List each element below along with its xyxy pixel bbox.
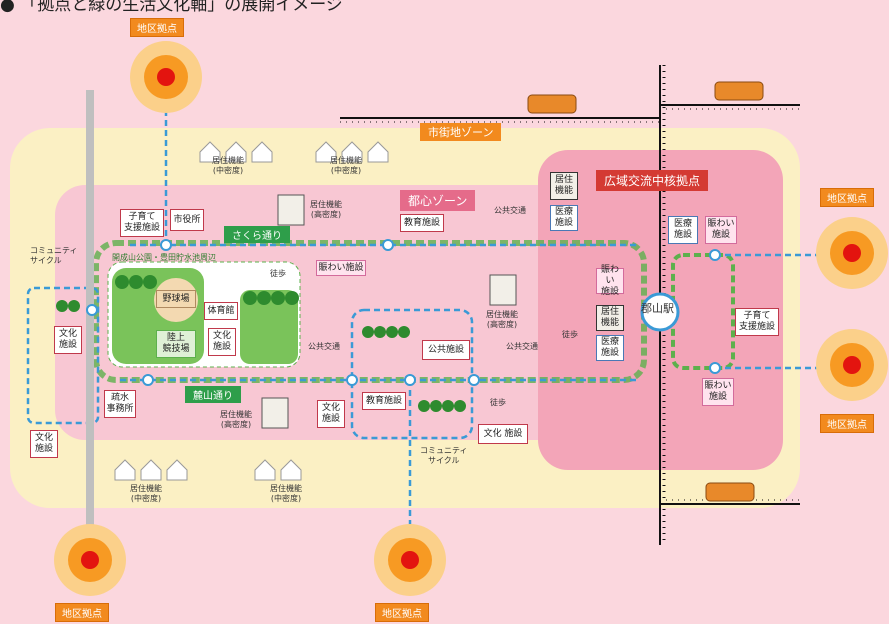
district-hub-tag: 地区拠点 (820, 414, 874, 433)
sakura-road-label: さくら通り (224, 226, 290, 243)
residential-function-box: 居住 機能 (550, 172, 578, 200)
residential-label: 居住機能 (高密度) (486, 310, 518, 329)
lively-facility-box: 賑わい 施設 (705, 216, 737, 244)
residential-label: 居住機能 (中密度) (212, 156, 244, 175)
central-zone-area (55, 185, 645, 440)
fumoto-road-label: 麓山通り (185, 386, 241, 403)
station-marker (640, 292, 680, 332)
walk-label: 徒歩 (562, 330, 578, 339)
station-label: 郡山駅 (641, 302, 674, 315)
culture-facility-box: 文化 施設 (317, 400, 345, 428)
culture-facility-box: 文化 施設 (54, 326, 82, 354)
water-office-box: 疏水 事務所 (104, 390, 136, 418)
public-transport-label: 公共交通 (308, 342, 340, 351)
lively-facility-box: 賑わい施設 (316, 260, 366, 276)
page-title: ● 「拠点と緑の生活文化軸」の展開イメージ (0, 0, 343, 15)
city-hall-box: 市役所 (170, 209, 204, 231)
medical-facility-box: 医療 施設 (668, 216, 698, 244)
district-hub-tag: 地区拠点 (375, 603, 429, 622)
childcare-facility-box: 子育て 支援施設 (735, 308, 779, 336)
residential-label: 居住機能 (高密度) (220, 410, 252, 429)
community-cycle-label: コミュニティ サイクル (420, 446, 468, 465)
gymnasium-box: 体育館 (204, 302, 238, 320)
district-hub-markers (54, 41, 888, 596)
community-cycle-label: コミュニティ サイクル (30, 246, 78, 265)
public-transport-label: 公共交通 (494, 206, 526, 215)
medical-facility-box: 医療 施設 (550, 205, 578, 231)
walk-label: 徒歩 (490, 398, 506, 407)
public-facility-box: 公共施設 (422, 340, 470, 360)
lively-facility-box: 賑わい 施設 (702, 378, 734, 406)
baseball-field-box: 野球場 (156, 290, 196, 308)
culture-facility-box: 文化 施設 (478, 424, 528, 444)
public-transport-label: 公共交通 (506, 342, 538, 351)
park-label: 開成山公園・豊田貯水池周辺 (112, 253, 216, 262)
residential-label: 居住機能 (中密度) (270, 484, 302, 503)
residential-label: 居住機能 (中密度) (130, 484, 162, 503)
education-facility-box: 教育施設 (400, 214, 444, 232)
culture-facility-box: 文化 施設 (208, 328, 236, 356)
district-hub-tag: 地区拠点 (130, 18, 184, 37)
residential-label: 居住機能 (高密度) (310, 200, 342, 219)
lively-facility-box: 賑わい 施設 (596, 265, 624, 297)
central-zone-label: 都心ゾーン (400, 190, 476, 211)
city-zone-label: 市街地ゾーン (420, 123, 502, 141)
culture-facility-box: 文化 施設 (30, 430, 58, 458)
athletics-stadium-box: 陸上 競技場 (156, 330, 196, 358)
childcare-facility-box: 子育て 支援施設 (120, 209, 164, 237)
residential-label: 居住機能 (中密度) (330, 156, 362, 175)
walk-label: 徒歩 (270, 269, 286, 278)
hub-zone-label: 広域交流中核拠点 (596, 170, 709, 191)
residential-function-box: 居住 機能 (596, 305, 624, 331)
medical-facility-box: 医療 施設 (596, 335, 624, 361)
district-hub-tag: 地区拠点 (820, 188, 874, 207)
district-hub-tag: 地区拠点 (55, 603, 109, 622)
education-facility-box: 教育施設 (362, 392, 406, 410)
